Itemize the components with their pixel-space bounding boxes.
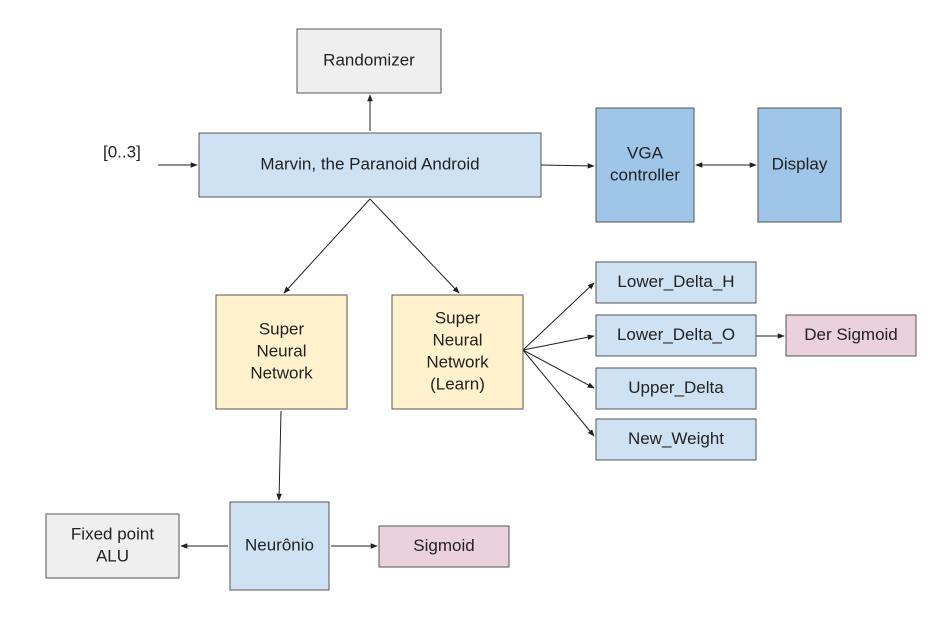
- node-sigmoid: Sigmoid: [378, 525, 510, 568]
- node-label-der-sigmoid-line-1: Der Sigmoid: [804, 325, 898, 344]
- node-label-neuronio-line-1: Neurônio: [245, 535, 314, 554]
- node-der-sigmoid: Der Sigmoid: [785, 314, 917, 357]
- node-label-snn-learn-line-3: Network: [426, 352, 489, 371]
- node-label-snn-learn-line-2: Neural: [432, 330, 482, 349]
- edge-marvin-to-vga: [540, 163, 595, 169]
- node-randomizer: Randomizer: [296, 28, 442, 94]
- edge-snn-learn-to-upper-delta: [522, 349, 595, 389]
- node-label-fixed-point-alu-line-2: ALU: [96, 546, 129, 565]
- node-label-lower-delta-h-line-1: Lower_Delta_H: [617, 272, 734, 291]
- node-display: Display: [757, 107, 842, 223]
- node-label-marvin-line-1: Marvin, the Paranoid Android: [260, 154, 479, 173]
- input-label: [0..3]: [103, 142, 141, 161]
- edge-snn-learn-to-lower-delta-h: [522, 282, 595, 351]
- node-label-new-weight-line-1: New_Weight: [628, 429, 724, 448]
- node-marvin: Marvin, the Paranoid Android: [198, 132, 542, 198]
- node-box-new-weight: [595, 418, 757, 461]
- node-box-vga: [595, 107, 695, 223]
- node-label-vga-line-2: controller: [610, 165, 680, 184]
- node-box-display: [757, 107, 842, 223]
- node-neuronio: Neurônio: [229, 501, 330, 591]
- node-label-lower-delta-o-line-1: Lower_Delta_O: [617, 325, 735, 344]
- node-label-snn-line-1: Super: [259, 319, 305, 338]
- node-box-snn: [215, 294, 348, 410]
- node-label-snn-learn-line-4: (Learn): [430, 374, 485, 393]
- node-box-upper-delta: [595, 367, 757, 410]
- node-upper-delta: Upper_Delta: [595, 367, 757, 410]
- node-box-neuronio: [229, 501, 330, 591]
- node-box-sigmoid: [378, 525, 510, 568]
- edge-marvin-to-snn-learn: [369, 198, 460, 294]
- node-new-weight: New_Weight: [595, 418, 757, 461]
- edge-snn-learn-to-lower-delta-o: [522, 334, 595, 351]
- edge-snn-learn-to-new-weight: [522, 349, 595, 437]
- node-label-vga-line-1: VGA: [627, 143, 664, 162]
- node-lower-delta-o: Lower_Delta_O: [595, 314, 757, 357]
- edge-snn-to-neuronio: [276, 410, 282, 501]
- node-box-fixed-point-alu: [45, 513, 180, 579]
- node-box-lower-delta-o: [595, 314, 757, 357]
- node-box-randomizer: [296, 28, 442, 94]
- node-box-der-sigmoid: [785, 314, 917, 357]
- node-box-marvin: [198, 132, 542, 198]
- node-label-fixed-point-alu-line-1: Fixed point: [71, 524, 154, 543]
- node-label-upper-delta-line-1: Upper_Delta: [628, 378, 724, 397]
- node-vga: VGA controller: [595, 107, 695, 223]
- node-label-display-line-1: Display: [772, 154, 828, 173]
- node-label-snn-line-3: Network: [250, 363, 313, 382]
- node-label-snn-line-2: Neural: [256, 341, 306, 360]
- node-lower-delta-h: Lower_Delta_H: [595, 261, 757, 304]
- node-label-sigmoid-line-1: Sigmoid: [413, 536, 474, 555]
- edge-marvin-to-snn: [283, 198, 371, 294]
- node-box-lower-delta-h: [595, 261, 757, 304]
- node-label-randomizer-line-1: Randomizer: [323, 50, 415, 69]
- node-box-snn-learn: [391, 294, 524, 410]
- node-label-snn-learn-line-1: Super: [435, 308, 481, 327]
